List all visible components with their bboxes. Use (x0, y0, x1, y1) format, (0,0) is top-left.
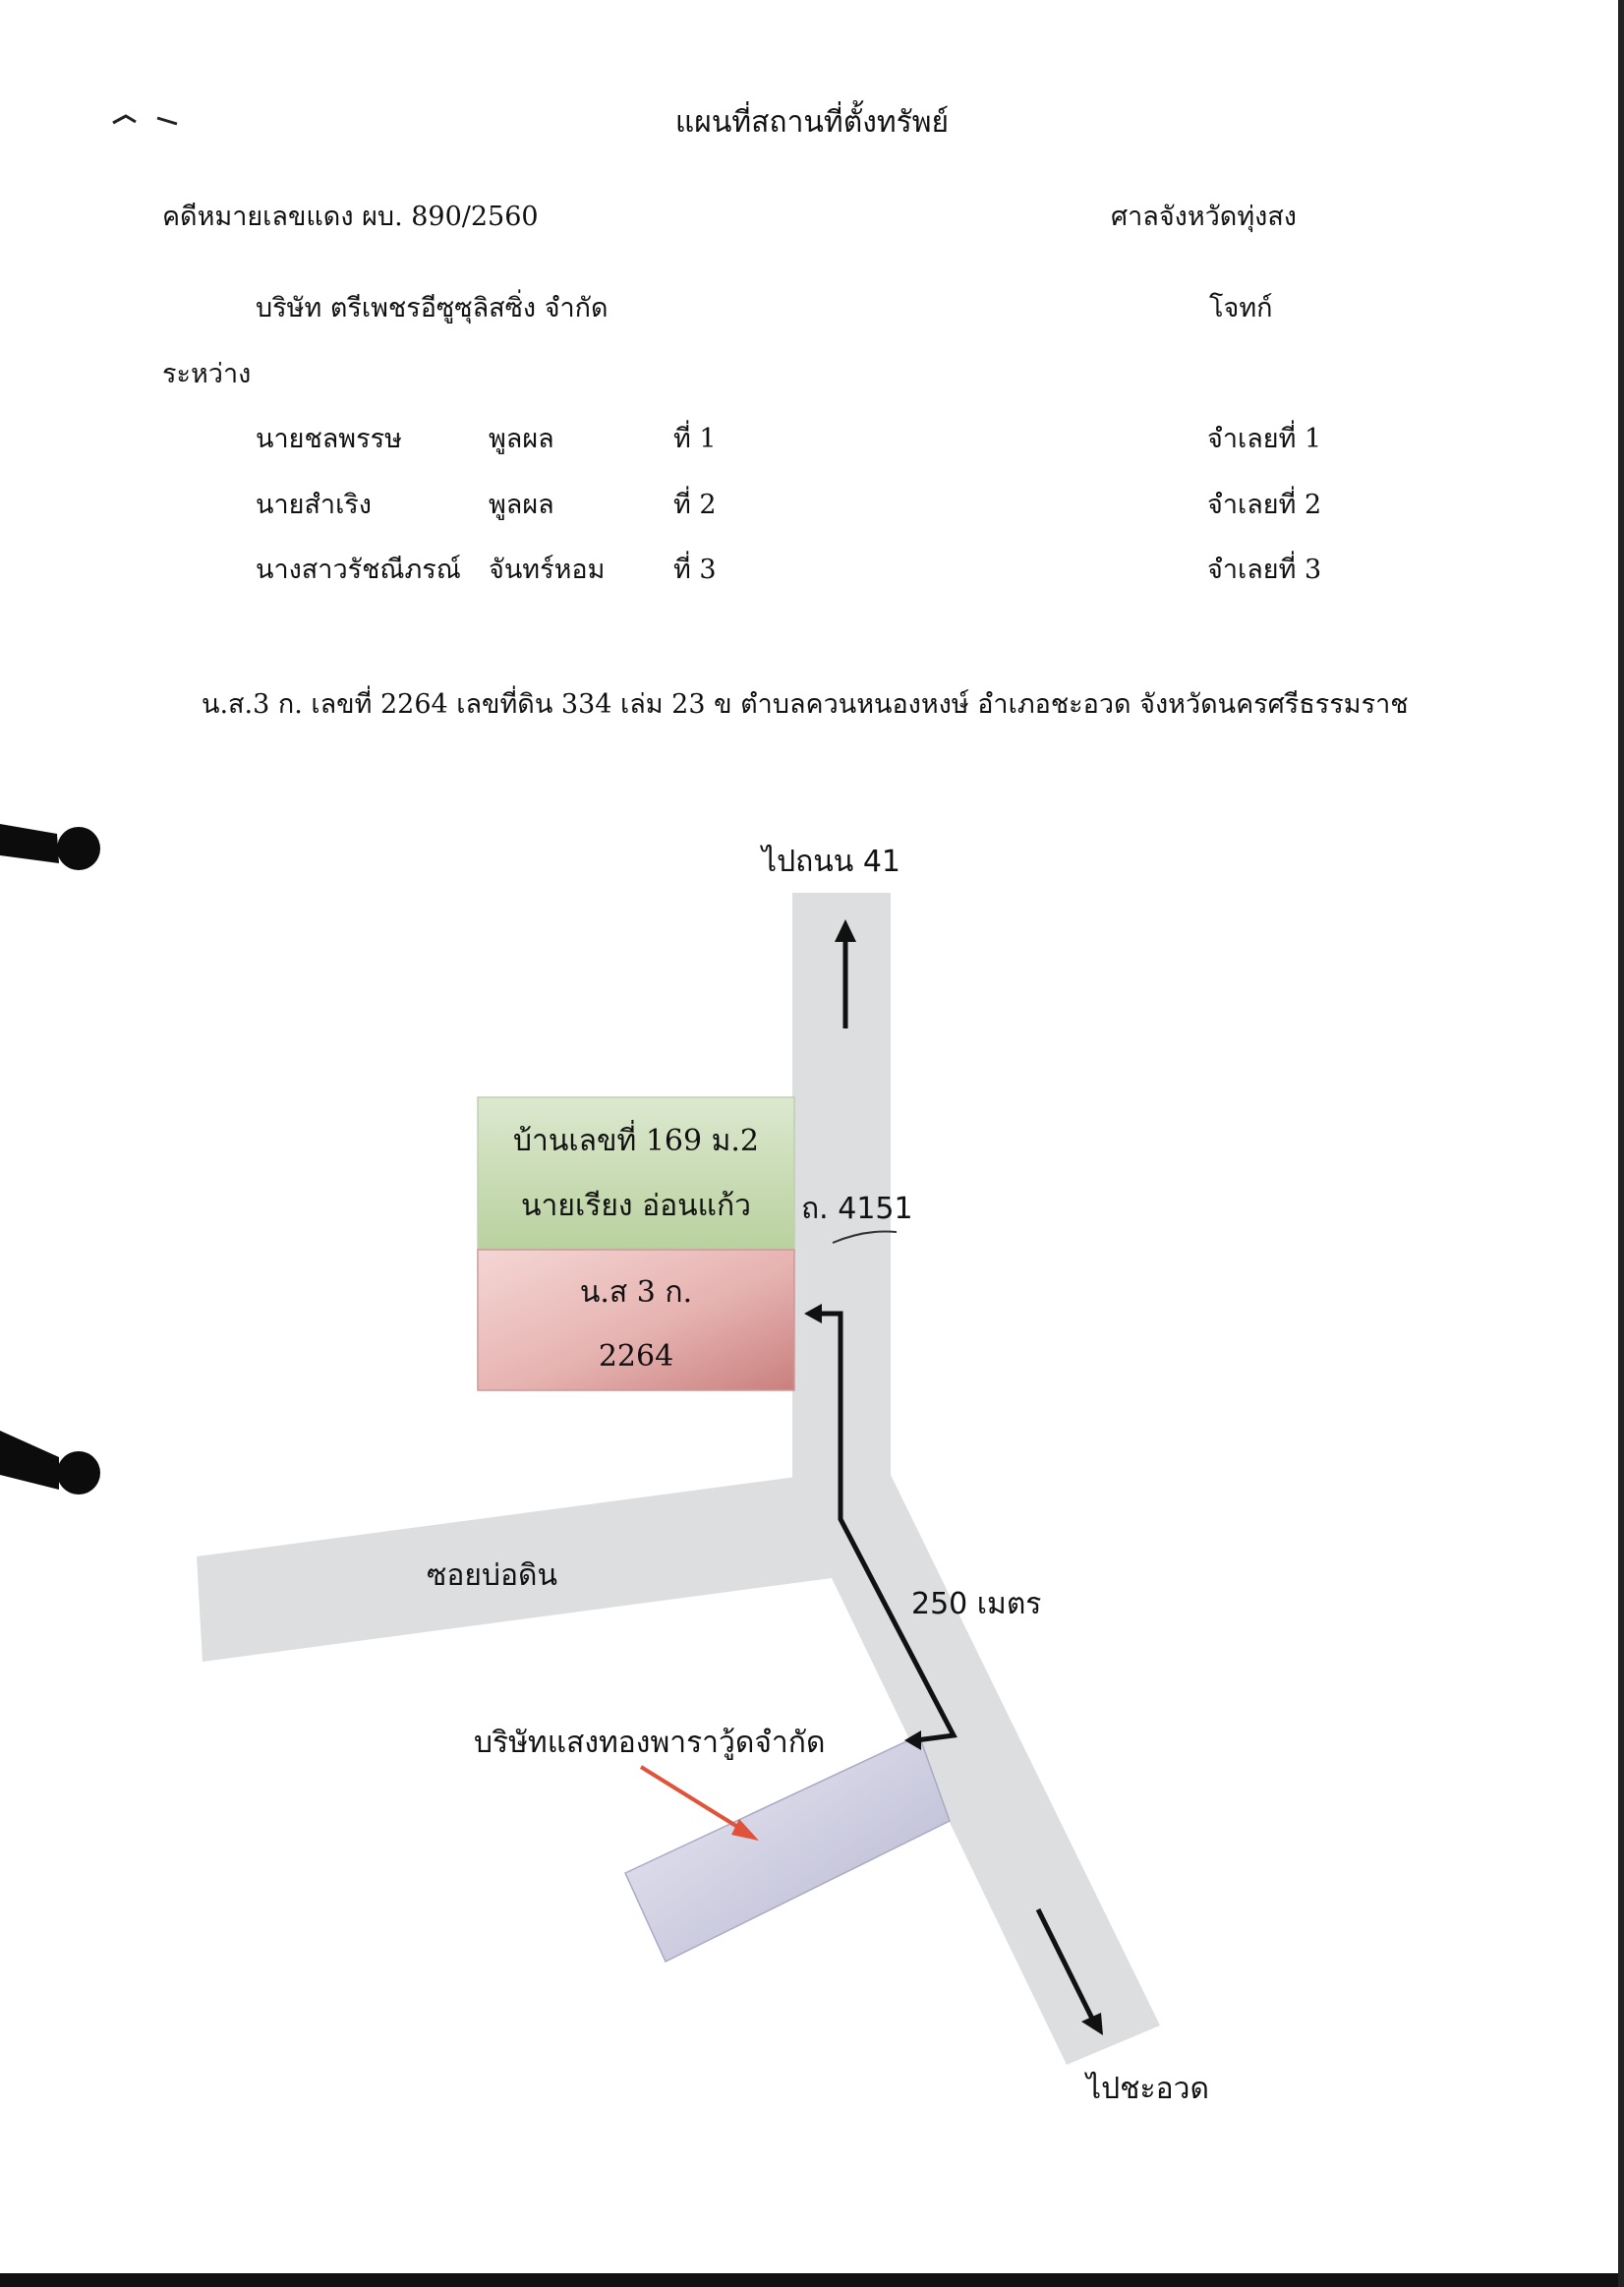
defendant-3-name: นางสาวรัชณีภรณ์ (256, 555, 461, 585)
label-to-chaauat: ไปชะอวด (1086, 2072, 1209, 2106)
company-building (624, 1733, 951, 1964)
plaintiff-role: โจทก์ (1209, 293, 1273, 323)
arrow-north-icon (835, 919, 856, 1028)
scan-right-edge (1618, 0, 1624, 2287)
defendant-2-role: จำเลยที่ 2 (1207, 490, 1322, 520)
soi-bo-din-road (197, 1477, 832, 1662)
route-arrow-icon (804, 1304, 957, 1750)
defendant-1-surname: พูลผล (489, 424, 554, 454)
hole-punch-marks (0, 114, 178, 1495)
distance-label: 250 เมตร (911, 1587, 1042, 1621)
document-title: แผนที่สถานที่ตั้งทรัพย์ (674, 105, 950, 140)
roads (197, 893, 1160, 2065)
road-name-label: ถ. 4151 (801, 1192, 913, 1226)
defendant-2-surname: พูลผล (489, 490, 554, 520)
case-number: คดีหมายเลขแดง ผบ. 890/2560 (162, 202, 539, 232)
label-to-road-41: ไปถนน 41 (762, 845, 901, 879)
property-description: น.ส.3 ก. เลขที่ 2264 เลขที่ดิน 334 เล่ม … (202, 689, 1409, 720)
defendant-1-name: นายชลพรรษ (256, 424, 402, 454)
defendant-1-order: ที่ 1 (673, 424, 717, 454)
scan-bottom-edge (0, 2273, 1624, 2287)
defendant-2-order: ที่ 2 (673, 490, 717, 520)
pointer-arrow-icon (639, 1765, 759, 1841)
arrow-south-icon (1035, 1907, 1103, 2035)
neighbor-house-line2: นายเรียง อ่อนแก้ว (521, 1189, 751, 1223)
road-label-underline (832, 1230, 898, 1244)
defendant-3-role: จำเลยที่ 3 (1207, 555, 1322, 585)
neighbor-house-line1: บ้านเลขที่ 169 ม.2 (512, 1124, 760, 1158)
soi-name-label: ซอยบ่อดิน (427, 1558, 558, 1593)
defendant-3-order: ที่ 3 (673, 555, 717, 585)
property-line1: น.ส 3 ก. (579, 1275, 693, 1310)
defendant-3-surname: จันทร์หอม (489, 555, 606, 585)
company-label: บริษัทแสงทองพาราวู้ดจำกัด (474, 1726, 826, 1760)
defendant-1-role: จำเลยที่ 1 (1207, 424, 1322, 454)
defendant-2-name: นายสำเริง (256, 490, 372, 520)
court-name: ศาลจังหวัดทุ่งสง (1111, 202, 1297, 232)
road-south-to-chaauat (792, 1475, 1160, 2065)
plaintiff-name: บริษัท ตรีเพชรอีซูซุลิสซิ่ง จำกัด (256, 293, 609, 323)
property-line2: 2264 (598, 1339, 674, 1374)
property-box (477, 1249, 795, 1391)
between-label: ระหว่าง (162, 359, 252, 389)
neighbor-house-box (477, 1096, 795, 1251)
